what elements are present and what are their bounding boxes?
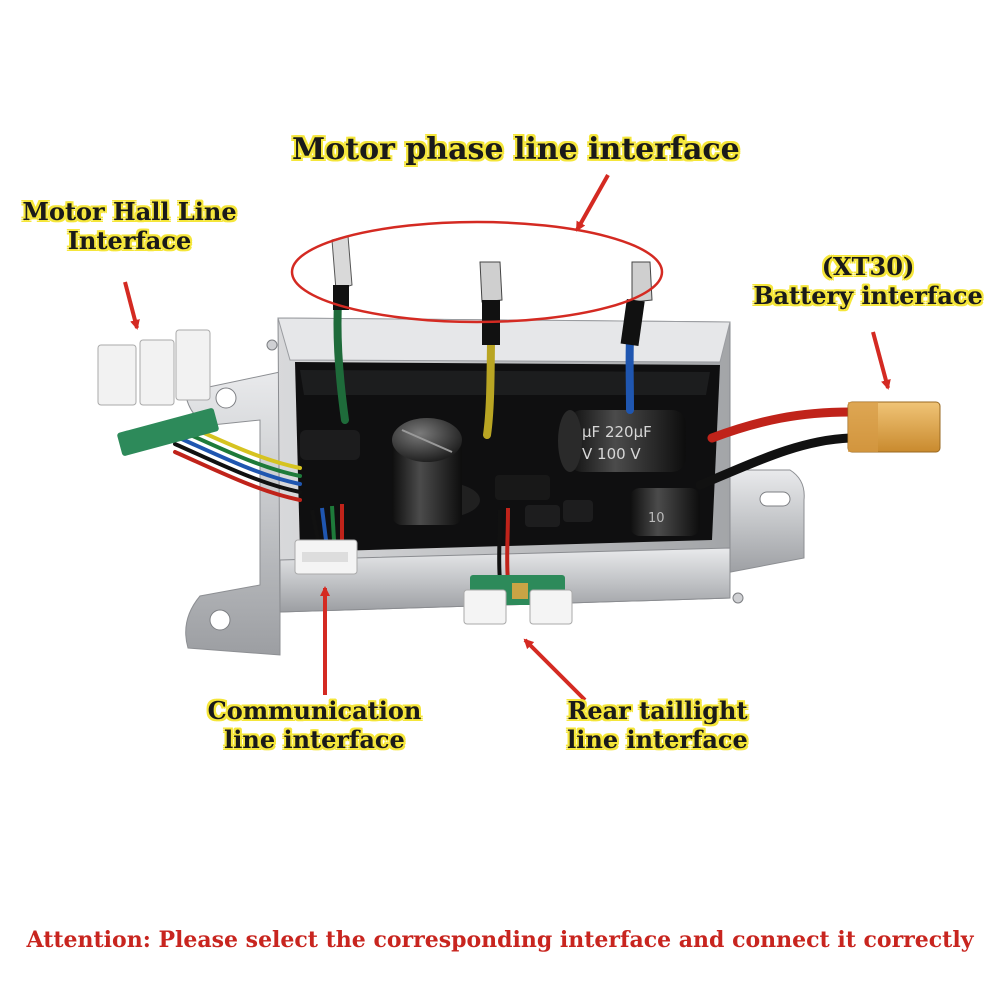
capacitor-vertical: [392, 418, 462, 525]
battery-interface-text-2: Battery interface: [753, 280, 983, 310]
communication-line-label: Communication line interface: [202, 696, 427, 755]
hall-arrow: [123, 281, 140, 330]
capacitor-220uf: μF 220μF V 100 V: [558, 410, 686, 472]
taillight-wire: [497, 507, 510, 581]
rear-taillight-line-label: Rear taillight line interface: [560, 696, 755, 755]
motor-phase-line-label: Motor phase line interface: [292, 132, 740, 168]
mounting-bracket-right: [714, 469, 805, 576]
capacitor-label-line2: V 100 V: [582, 445, 641, 463]
xt30-connector: [847, 401, 941, 453]
motor-hall-line-text-1: Motor Hall Line: [22, 197, 237, 226]
communication-line-text-1: Communication: [207, 696, 422, 725]
capacitor-label-line1: μF 220μF: [582, 423, 652, 441]
small-capacitor-label: 10: [648, 511, 665, 526]
capacitor-small: 10: [630, 488, 700, 536]
communication-connector: [294, 539, 358, 575]
communication-wires: [310, 504, 344, 541]
battery-wires: [695, 407, 855, 490]
motor-phase-line-text: Motor phase line interface: [292, 132, 740, 167]
battery-interface-text-1: (XT30): [821, 252, 915, 281]
hall-connector: [97, 329, 219, 456]
taillight-connector: [463, 575, 573, 625]
hall-wires: [173, 418, 302, 502]
communication-line-text-2: line interface: [224, 724, 405, 754]
rear-taillight-line-text-2: line interface: [567, 724, 748, 754]
motor-hall-line-text-2: Interface: [67, 225, 192, 255]
phase-line-highlight-ellipse: [290, 220, 664, 324]
phase-arrow: [575, 174, 610, 232]
rear-taillight-line-text-1: Rear taillight: [567, 696, 748, 725]
attention-note: Attention: Please select the correspondi…: [26, 927, 974, 953]
motor-hall-line-label: Motor Hall Line Interface: [12, 197, 247, 256]
taillight-arrow: [523, 638, 587, 702]
battery-arrow: [871, 331, 891, 390]
battery-interface-label: (XT30) Battery interface: [748, 252, 988, 311]
